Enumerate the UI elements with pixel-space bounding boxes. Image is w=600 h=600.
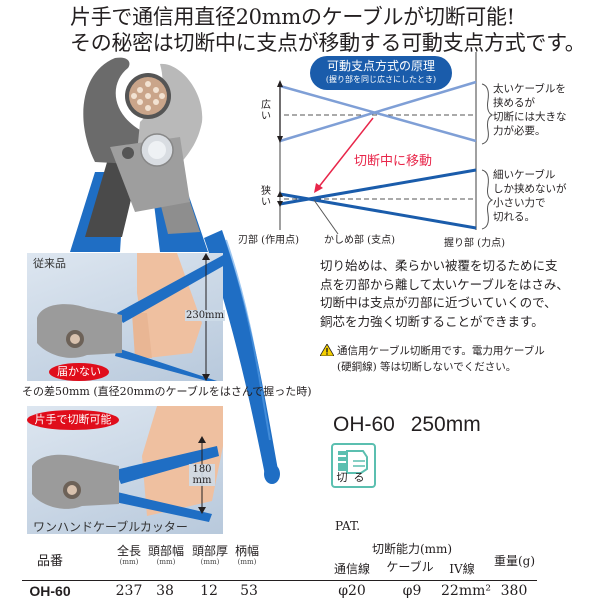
header-telecom: 通信線 [333, 562, 370, 576]
blade-label: 刃部 (作用点) [238, 235, 299, 246]
narrow-label: 狭 い [261, 186, 271, 208]
onehand-product-name: ワンハンドケーブルカッター [33, 520, 188, 534]
onehand-cutter-illustration [32, 406, 223, 522]
hand-cut-icon: 切る [331, 443, 376, 488]
conventional-cutter-illustration [37, 253, 223, 381]
pivot-label: かしめ部 (支点) [324, 235, 395, 246]
table-rule [22, 580, 537, 581]
explanation-text: 切り始めは、柔らかい被覆を切るために支 点を刃部から離して太いケーブルをはさみ、… [320, 258, 569, 329]
row-cable: φ9 [402, 583, 422, 599]
headline-line2: その秘密は切断中に支点が移動する可動支点方式です。 [70, 31, 586, 55]
caution-note: 通信用ケーブル切断用です。電力用ケーブル (硬銅線) 等は切断しないでください。 [319, 343, 545, 374]
header-handle-width: 柄幅 [234, 544, 259, 558]
row-weight: 380 [500, 583, 528, 599]
conventional-product-photo: 従来品 届かない 230mm [27, 253, 225, 381]
onehand-product-photo: 片手で切断可能 180 mm ワンハンドケーブルカッター [27, 406, 223, 534]
spec-table: 品番 全長 (mm) 頭部幅 (mm) 頭部厚 (mm) 柄幅 (mm) 切断能… [22, 540, 582, 600]
conventional-label: 従来品 [33, 257, 66, 270]
model-number: OH-60 [333, 413, 395, 436]
header-model: 品番 [36, 554, 63, 569]
header-weight: 重量(g) [493, 554, 536, 568]
header-iv: IV線 [449, 562, 475, 576]
wide-label: 広 い [261, 100, 271, 122]
wide-note: 太いケーブルを 挟めるが 切断には大きな 力が必要。 [493, 83, 567, 137]
onehand-bubble: 片手で切断可能 [27, 410, 119, 430]
header-cable: ケーブル [386, 560, 434, 574]
movable-pivot-diagram: 可動支点方式の原理 (握り部を同じ広さにしたとき) 広 い 狭 い 切断中に移動… [238, 52, 600, 262]
grip-label: 握り部 (力点) [444, 238, 505, 249]
pill-subtitle: (握り部を同じ広さにしたとき) [325, 75, 437, 84]
row-head-thickness: 12 [200, 583, 218, 599]
row-handle-width: 53 [240, 583, 258, 599]
patent-label: PAT. [335, 519, 361, 533]
row-total-length: 237 [115, 583, 143, 599]
header-capacity: 切断能力(mm) [371, 542, 453, 556]
header-head-thickness: 頭部厚 [191, 544, 228, 558]
warning-triangle-icon [319, 343, 335, 360]
caution-line1: 通信用ケーブル切断用です。電力用ケーブル [337, 345, 545, 357]
icon-cut-label: 切る [336, 471, 371, 484]
model-length: 250mm [410, 413, 481, 436]
headline-line1: 片手で通信用直径20mmのケーブルが切断可能! [70, 5, 515, 29]
cutter-head-photo [40, 52, 240, 252]
pill-title: 可動支点方式の原理 [326, 59, 435, 73]
model-title: OH-60 250mm [333, 413, 481, 437]
dimension-230mm: 230mm [185, 310, 225, 321]
cannot-reach-bubble: 届かない [49, 363, 109, 381]
diagram-title-pill: 可動支点方式の原理 (握り部を同じ広さにしたとき) [310, 56, 452, 90]
row-head-width: 38 [156, 583, 174, 599]
diagram-lines [277, 52, 494, 235]
headline: 片手で通信用直径20mmのケーブルが切断可能! その秘密は切断中に支点が移動する… [70, 4, 586, 56]
header-total-length: 全長 [116, 544, 141, 558]
move-label: 切断中に移動 [354, 154, 433, 169]
row-model: OH-60 [29, 583, 71, 599]
dimension-180mm: 180 mm [189, 464, 215, 486]
row-telecom: φ20 [338, 583, 366, 599]
header-head-width: 頭部幅 [147, 544, 184, 558]
difference-caption: その差50mm (直径20mmのケーブルをはさんで握った時) [22, 385, 312, 398]
row-iv: 22mm² [441, 583, 491, 599]
narrow-note: 細いケーブル しか挟めないが 小さい力で 切れる。 [493, 169, 567, 223]
caution-line2: (硬銅線) 等は切断しないでください。 [337, 361, 517, 373]
